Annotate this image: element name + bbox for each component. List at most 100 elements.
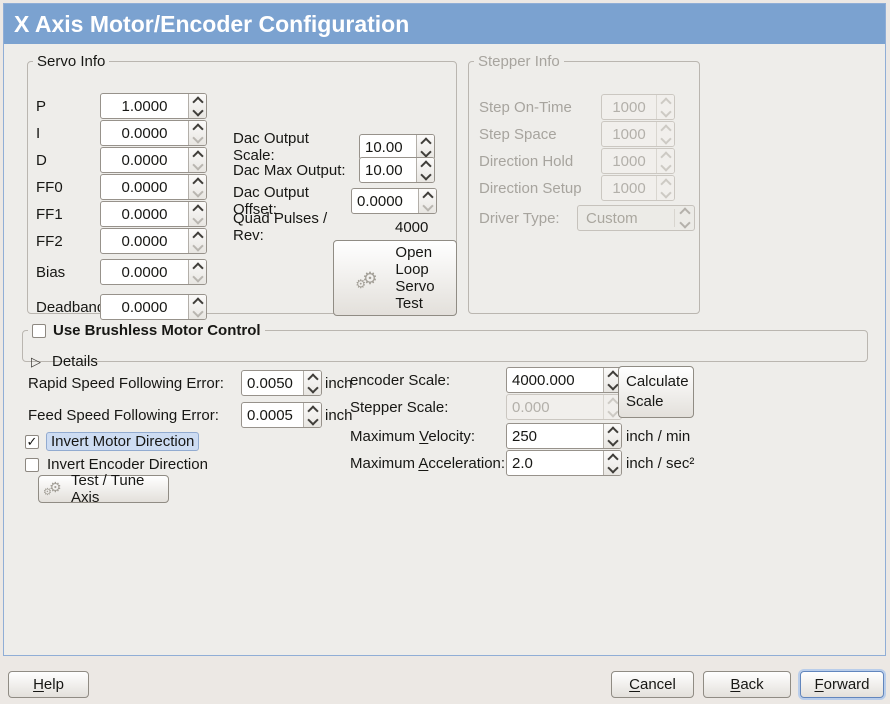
spin-buttons — [188, 121, 206, 145]
open-loop-servo-test-button[interactable]: ⚙ ⚙ Open Loop Servo Test — [333, 240, 457, 316]
spin-down-button[interactable] — [304, 381, 321, 395]
p-label: P — [36, 97, 47, 115]
cancel-button-label: Cancel — [629, 676, 676, 693]
help-button[interactable]: Help — [8, 671, 89, 698]
i-value[interactable]: 0.0000 — [121, 124, 168, 142]
spin-buttons — [188, 202, 206, 226]
spin-buttons — [603, 451, 621, 475]
ff2-label: FF2 — [36, 232, 63, 250]
servo-row-ff0: FF0 0.0000 — [36, 174, 207, 200]
spin-buttons — [603, 424, 621, 448]
direction-hold-label: Direction Hold — [479, 152, 574, 170]
dac-max-row: Dac Max Output: 10.00 — [233, 157, 435, 183]
direction-setup-value: 1000 — [612, 179, 646, 197]
ff1-value[interactable]: 0.0000 — [121, 205, 168, 223]
max-acceleration-label: Maximum Acceleration: — [350, 454, 506, 472]
spin-down-button[interactable] — [189, 305, 206, 319]
invert-motor-row[interactable]: ✓ Invert Motor Direction — [25, 432, 200, 451]
spin-buttons — [188, 295, 206, 319]
deadband-spinbox[interactable]: 0.0000 — [100, 294, 207, 320]
max-acceleration-value[interactable]: 2.0 — [512, 454, 533, 472]
servo-info-title: Servo Info — [37, 53, 106, 70]
ff2-spinbox[interactable]: 0.0000 — [100, 228, 207, 254]
gears-icon: ⚙ ⚙ — [355, 268, 378, 291]
back-button[interactable]: Back — [703, 671, 791, 698]
invert-encoder-checkbox[interactable] — [25, 457, 39, 472]
deadband-value[interactable]: 0.0000 — [121, 298, 168, 316]
ff0-value[interactable]: 0.0000 — [121, 178, 168, 196]
stepper-scale-row: Stepper Scale: 0.000 — [350, 394, 622, 420]
spin-down-button — [657, 105, 674, 119]
ff2-value[interactable]: 0.0000 — [121, 232, 168, 250]
invert-encoder-row[interactable]: Invert Encoder Direction — [25, 456, 208, 473]
rapid-error-value[interactable]: 0.0050 — [247, 374, 293, 392]
spin-down-button[interactable] — [189, 131, 206, 145]
calculate-scale-button[interactable]: Calculate Scale — [618, 366, 694, 418]
dac-scale-value[interactable]: 10.00 — [365, 138, 403, 156]
spin-buttons — [188, 229, 206, 253]
feed-error-spinbox[interactable]: 0.0005 — [241, 402, 322, 428]
spin-buttons — [303, 403, 321, 427]
step-on-time-value: 1000 — [612, 98, 646, 116]
spin-down-button[interactable] — [604, 461, 621, 475]
spin-down-button[interactable] — [189, 239, 206, 253]
step-space-row: Step Space 1000 — [479, 121, 675, 147]
details-expander[interactable]: ▷ Details — [31, 353, 98, 370]
spin-down-button[interactable] — [189, 104, 206, 118]
dac-offset-value[interactable]: 0.0000 — [357, 192, 403, 210]
spin-buttons — [188, 148, 206, 172]
test-tune-axis-button[interactable]: ⚙ ⚙ Test / Tune Axis — [38, 472, 169, 506]
bias-value[interactable]: 0.0000 — [121, 263, 168, 281]
encoder-scale-value[interactable]: 4000.000 — [512, 371, 575, 389]
details-label: Details — [52, 353, 98, 370]
invert-motor-checkbox[interactable]: ✓ — [25, 434, 39, 449]
d-value[interactable]: 0.0000 — [121, 151, 168, 169]
step-space-label: Step Space — [479, 125, 557, 143]
spin-down-button[interactable] — [189, 158, 206, 172]
d-spinbox[interactable]: 0.0000 — [100, 147, 207, 173]
rapid-error-spinbox[interactable]: 0.0050 — [241, 370, 322, 396]
max-velocity-value[interactable]: 250 — [512, 427, 538, 445]
gears-icon: ⚙ ⚙ — [43, 479, 62, 498]
spin-buttons — [188, 175, 206, 199]
dac-offset-spinbox[interactable]: 0.0000 — [351, 188, 437, 214]
direction-setup-row: Direction Setup 1000 — [479, 175, 675, 201]
bias-spinbox[interactable]: 0.0000 — [100, 259, 207, 285]
spin-down-button[interactable] — [304, 413, 321, 427]
spin-down-button[interactable] — [189, 270, 206, 284]
brushless-checkbox[interactable] — [32, 323, 46, 338]
spin-down-button[interactable] — [189, 185, 206, 199]
max-acceleration-spinbox[interactable]: 2.0 — [506, 450, 622, 476]
dac-offset-row: Dac Output Offset: 0.0000 — [233, 184, 437, 218]
spin-down-button[interactable] — [419, 199, 436, 213]
spin-down-button[interactable] — [604, 434, 621, 448]
p-value[interactable]: 1.0000 — [121, 97, 168, 115]
quad-pulses-row: Quad Pulses / Rev: 4000 — [233, 210, 428, 244]
bias-label: Bias — [36, 263, 66, 281]
spin-buttons — [303, 371, 321, 395]
i-spinbox[interactable]: 0.0000 — [100, 120, 207, 146]
spin-down-button[interactable] — [189, 212, 206, 226]
dac-max-value[interactable]: 10.00 — [365, 161, 403, 179]
calculate-scale-label: Calculate Scale — [626, 373, 689, 410]
servo-row-ff2: FF2 0.0000 — [36, 228, 207, 254]
spin-buttons — [656, 176, 674, 200]
max-velocity-unit: inch / min — [626, 427, 691, 445]
combo-arrows-icon — [675, 206, 694, 230]
spin-buttons — [603, 395, 621, 419]
servo-row-p: P 1.0000 — [36, 93, 207, 119]
servo-row-i: I 0.0000 — [36, 120, 207, 146]
spin-buttons — [416, 135, 434, 159]
max-velocity-spinbox[interactable]: 250 — [506, 423, 622, 449]
cancel-button[interactable]: Cancel — [611, 671, 694, 698]
p-spinbox[interactable]: 1.0000 — [100, 93, 207, 119]
dac-max-spinbox[interactable]: 10.00 — [359, 157, 435, 183]
forward-button[interactable]: Forward — [800, 671, 884, 698]
feed-error-value[interactable]: 0.0005 — [247, 406, 293, 424]
ff1-label: FF1 — [36, 205, 63, 223]
ff0-spinbox[interactable]: 0.0000 — [100, 174, 207, 200]
ff1-spinbox[interactable]: 0.0000 — [100, 201, 207, 227]
spin-buttons — [656, 95, 674, 119]
encoder-scale-spinbox[interactable]: 4000.000 — [506, 367, 622, 393]
spin-down-button[interactable] — [417, 168, 434, 182]
